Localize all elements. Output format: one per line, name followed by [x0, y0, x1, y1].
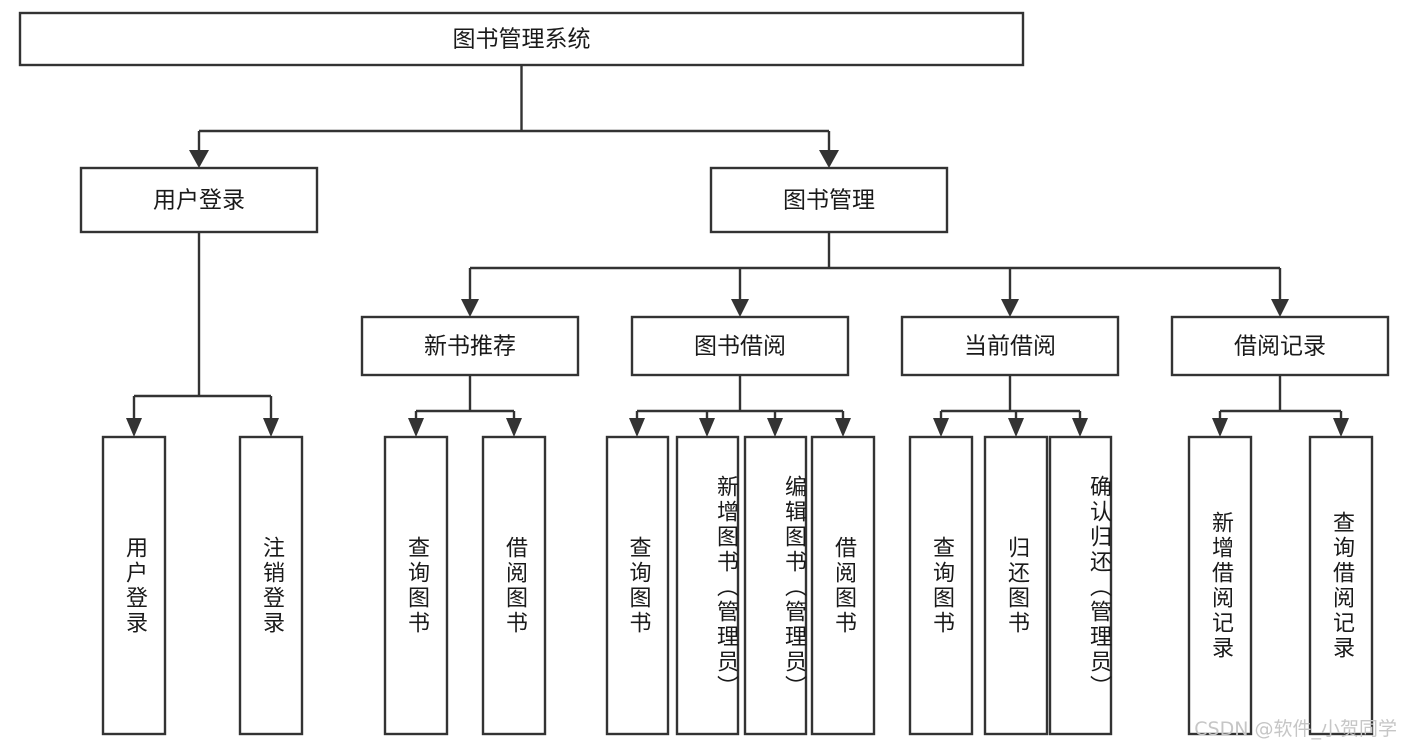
arrow-leaf-borrow-book-2: [835, 418, 851, 437]
leaf-rect-confirm-return[interactable]: [1048, 435, 1113, 736]
arrow-leaf-logout: [263, 418, 279, 437]
leaf-rect-query-book-3[interactable]: [908, 435, 974, 736]
node-book-borrow-label: 图书借阅: [694, 334, 786, 360]
leaf-rect-user-login[interactable]: [101, 435, 167, 736]
arrow-leaf-user-login: [126, 418, 142, 437]
leaf-rect-logout[interactable]: [238, 435, 304, 736]
node-user-login-label: 用户登录: [153, 188, 245, 214]
node-borrow-records-label: 借阅记录: [1234, 334, 1326, 360]
connector-group-book-mgmt-to-level3: [461, 232, 1289, 317]
leaf-rect-add-book[interactable]: [675, 435, 740, 736]
node-new-book-recommend-label: 新书推荐: [424, 334, 516, 360]
connector-group-book-borrow-to-leaves: [629, 375, 851, 437]
node-current-borrow[interactable]: 当前借阅: [900, 315, 1120, 377]
node-book-management-rect[interactable]: [709, 166, 949, 234]
arrow-leaf-add-book: [699, 418, 715, 437]
leaf-rect-query-book-1[interactable]: [383, 435, 449, 736]
node-book-management[interactable]: 图书管理: [709, 166, 949, 234]
leaf-rect-edit-book[interactable]: [743, 435, 808, 736]
leaf-rect-group: [101, 435, 1374, 736]
arrow-to-user-login: [189, 150, 209, 168]
node-book-borrow-rect[interactable]: [630, 315, 850, 377]
leaf-rect-borrow-book-2[interactable]: [810, 435, 876, 736]
arrow-to-borrow-records: [1271, 299, 1289, 317]
node-root-system[interactable]: 图书管理系统: [18, 11, 1025, 67]
connector-group-user-login-to-leaves: [126, 232, 279, 437]
leaf-rect-return-book[interactable]: [983, 435, 1049, 736]
node-current-borrow-rect[interactable]: [900, 315, 1120, 377]
arrow-to-book-mgmt: [819, 150, 839, 168]
leaf-rect-borrow-book-1[interactable]: [481, 435, 547, 736]
arrow-leaf-query-book-3: [933, 418, 949, 437]
arrow-leaf-confirm-return: [1072, 418, 1088, 437]
node-book-borrow[interactable]: 图书借阅: [630, 315, 850, 377]
arrow-leaf-return-book: [1008, 418, 1024, 437]
leaf-rect-query-book-2[interactable]: [605, 435, 670, 736]
node-new-book-recommend[interactable]: 新书推荐: [360, 315, 580, 377]
leaf-rect-query-record[interactable]: [1308, 435, 1374, 736]
leaf-rect-add-record[interactable]: [1187, 435, 1253, 736]
arrow-leaf-query-book-2: [629, 418, 645, 437]
arrow-leaf-query-book-1: [408, 418, 424, 437]
node-borrow-records[interactable]: 借阅记录: [1170, 315, 1390, 377]
arrow-to-current-borrow: [1001, 299, 1019, 317]
connector-group-new-book-rec-to-leaves: [408, 375, 522, 437]
arrow-to-book-borrow: [731, 299, 749, 317]
connector-group-borrow-records-to-leaves: [1212, 375, 1349, 437]
arrow-to-new-book-rec: [461, 299, 479, 317]
arrow-leaf-query-record: [1333, 418, 1349, 437]
node-root-rect[interactable]: [18, 11, 1025, 67]
csdn-watermark: CSDN @软件_小贺同学: [1194, 718, 1397, 740]
node-user-login-rect[interactable]: [79, 166, 319, 234]
arrow-leaf-add-record: [1212, 418, 1228, 437]
connector-group-root-to-level2: [189, 65, 839, 168]
arrow-leaf-edit-book: [767, 418, 783, 437]
node-book-management-label: 图书管理: [783, 188, 875, 214]
arrow-leaf-borrow-book-1: [506, 418, 522, 437]
node-user-login[interactable]: 用户登录: [79, 166, 319, 234]
node-new-book-recommend-rect[interactable]: [360, 315, 580, 377]
node-current-borrow-label: 当前借阅: [964, 334, 1056, 360]
node-root-label: 图书管理系统: [453, 27, 591, 53]
connector-group-current-borrow-to-leaves: [933, 375, 1088, 437]
node-borrow-records-rect[interactable]: [1170, 315, 1390, 377]
